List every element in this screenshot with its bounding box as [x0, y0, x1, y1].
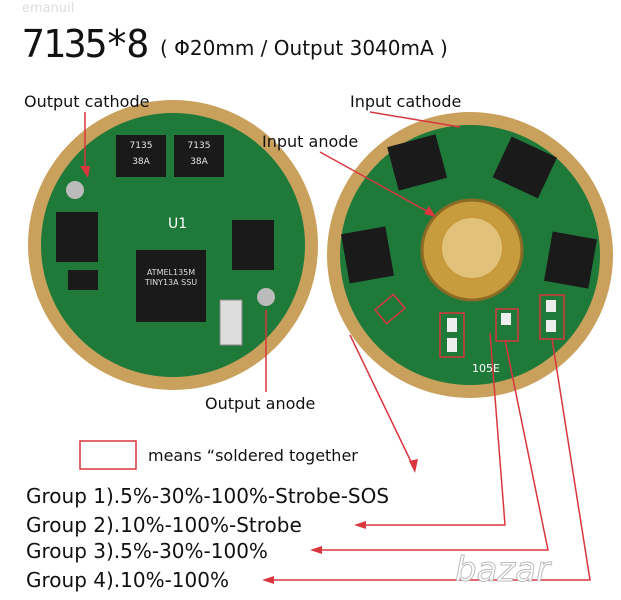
board-code-marking: 105E — [472, 362, 500, 375]
legend-box — [79, 440, 137, 470]
chip-7135 — [232, 220, 274, 270]
right-board — [327, 112, 613, 398]
label-output-cathode: Output cathode — [24, 92, 150, 111]
watermark-top: emanuil — [22, 1, 75, 16]
title-sub: ( Φ20mm / Output 3040mA ) — [160, 36, 448, 60]
label-input-anode: Input anode — [262, 132, 359, 151]
mcu-marking: ATMEL135M TINY13A SSU — [144, 268, 198, 287]
mcu-chip — [136, 250, 206, 322]
chip-7135 — [56, 212, 98, 262]
left-board — [28, 100, 318, 390]
label-output-anode: Output anode — [205, 394, 316, 413]
legend-text: means “soldered together — [148, 446, 358, 465]
u1-marking: U1 — [168, 216, 188, 232]
arrowheads — [80, 166, 436, 584]
chip-7135 — [116, 135, 166, 177]
chip-7135 — [174, 135, 224, 177]
group-1: Group 1).5%-30%-100%-Strobe-SOS — [26, 484, 390, 508]
group-4: Group 4).10%-100% — [26, 568, 229, 592]
group-2: Group 2).10%-100%-Strobe — [26, 513, 302, 537]
chip-sub-marking: 38A — [132, 157, 150, 167]
watermark: bazar — [454, 550, 551, 591]
title-main: 7135*8 — [22, 22, 149, 66]
group-3: Group 3).5%-30%-100% — [26, 539, 268, 563]
chip-marking: 7135 — [187, 141, 211, 151]
chip-marking: 7135 — [129, 141, 153, 151]
label-input-cathode: Input cathode — [350, 92, 462, 111]
chip-sub-marking: 38A — [190, 157, 208, 167]
annotation-lines — [84, 111, 591, 581]
